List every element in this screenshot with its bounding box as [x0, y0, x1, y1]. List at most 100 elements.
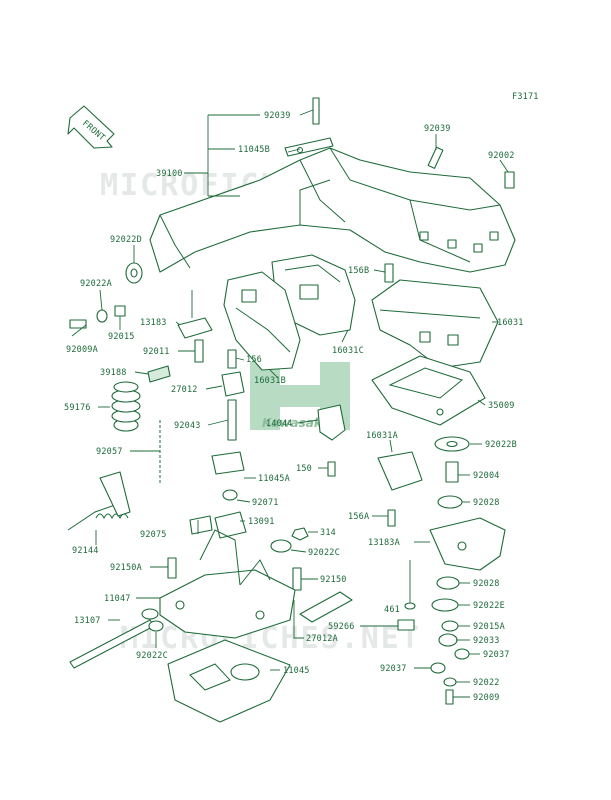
- label-39100: 39100: [156, 169, 183, 179]
- washer-92028-upper: [437, 495, 463, 509]
- label-150: 150: [296, 464, 312, 474]
- block-16031a: [377, 451, 423, 491]
- label-16031a: 16031A: [366, 431, 398, 441]
- bolt-92011: [194, 339, 204, 363]
- label-11047: 11047: [104, 594, 131, 604]
- spring-92144-part: [67, 471, 131, 531]
- label-16031b: 16031B: [254, 376, 286, 386]
- bolt-92002-part: [504, 171, 515, 189]
- label-92022a: 92022A: [80, 279, 112, 289]
- label-92033: 92033: [473, 636, 500, 646]
- bolt-156a: [387, 509, 396, 527]
- label-16031c: 16031C: [332, 346, 364, 356]
- label-59266: 59266: [328, 622, 355, 632]
- handle-pole-part: [149, 147, 516, 273]
- label-13183a: 13183A: [368, 538, 400, 548]
- nut-92015a: [441, 620, 459, 632]
- label-92057: 92057: [96, 447, 123, 457]
- logo-text: Kawasaki: [262, 416, 327, 430]
- label-59176: 59176: [64, 403, 91, 413]
- rod-92043: [227, 399, 237, 441]
- label-92043: 92043: [174, 421, 201, 431]
- pad-39188: [147, 365, 171, 383]
- label-156: 156: [246, 355, 262, 365]
- label-461: 461: [384, 605, 400, 615]
- part-number-labels: 92039 11045B 39100 92039 92002 92022D 92…: [64, 111, 524, 703]
- bolt-right-part: [427, 146, 444, 169]
- bolt-150: [327, 461, 336, 477]
- cover-16031-part: [371, 279, 499, 369]
- bolt-92009: [445, 689, 454, 705]
- clip-27012: [221, 371, 245, 397]
- label-16031: 16031: [497, 318, 524, 328]
- cover-16031b-part: [223, 271, 301, 371]
- label-92004: 92004: [473, 471, 500, 481]
- label-92022c-left: 92022C: [136, 651, 168, 661]
- leader-lines: [71, 109, 509, 698]
- bracket-14044: [317, 404, 346, 441]
- label-92037-upper: 92037: [483, 650, 510, 660]
- label-27012a: 27012A: [306, 634, 338, 644]
- nut-314: [291, 527, 309, 541]
- front-arrow-icon: FRONT: [67, 105, 115, 149]
- piece-13091: [214, 511, 247, 539]
- label-92011: 92011: [143, 347, 170, 357]
- bolt-156: [227, 349, 237, 369]
- bolt-92004: [445, 461, 459, 483]
- label-92015: 92015: [108, 332, 135, 342]
- nut-92015: [114, 305, 126, 317]
- clamp-92037-lower: [430, 662, 446, 674]
- label-35009: 35009: [488, 401, 515, 411]
- figure-code: F3171: [512, 92, 539, 102]
- label-92037-lower: 92037: [380, 664, 407, 674]
- kawasaki-logo: Kawasaki: [250, 362, 350, 430]
- washer-92022e: [431, 598, 459, 612]
- label-11045b: 11045B: [238, 145, 270, 155]
- label-92150: 92150: [320, 575, 347, 585]
- washer-92022c-mid: [270, 539, 292, 553]
- label-11045a: 11045A: [258, 474, 290, 484]
- label-92009: 92009: [473, 693, 500, 703]
- label-92028-lower: 92028: [473, 579, 500, 589]
- label-11045: 11045: [283, 666, 310, 676]
- washer-92022: [443, 677, 457, 687]
- bolt-156b: [384, 263, 394, 283]
- plate-11045-part: [167, 639, 291, 723]
- washer-461: [404, 602, 416, 610]
- label-92144: 92144: [72, 546, 99, 556]
- label-92039-top: 92039: [264, 111, 291, 121]
- washer-92022a: [96, 309, 108, 323]
- label-314: 314: [320, 528, 336, 538]
- piece-92075: [189, 515, 213, 535]
- label-92009a: 92009A: [66, 345, 98, 355]
- label-92002: 92002: [488, 151, 515, 161]
- bracket-13183: [177, 317, 213, 339]
- bolt-92150a: [167, 557, 177, 579]
- label-92150a: 92150A: [110, 563, 142, 573]
- label-92028-upper: 92028: [473, 498, 500, 508]
- fitting-59266: [397, 619, 415, 631]
- bolt-92009a: [69, 319, 87, 329]
- label-13183: 13183: [140, 318, 167, 328]
- label-27012: 27012: [171, 385, 198, 395]
- housing-35009-part: [371, 355, 486, 426]
- label-92022b: 92022B: [485, 440, 517, 450]
- label-92075: 92075: [140, 530, 167, 540]
- label-92071: 92071: [252, 498, 279, 508]
- boot-59176-part: [111, 381, 141, 432]
- label-156b: 156B: [348, 266, 369, 276]
- label-92039-right: 92039: [424, 124, 451, 134]
- label-14044: 14044: [266, 419, 293, 429]
- collar-92071: [222, 489, 238, 501]
- label-13091: 13091: [248, 517, 275, 527]
- bracket-11047-part: [159, 529, 296, 639]
- plate-13183a: [429, 517, 506, 571]
- label-13107: 13107: [74, 616, 101, 626]
- label-92022c-mid: 92022C: [308, 548, 340, 558]
- washer-92028-lower: [436, 576, 460, 590]
- top-bracket-part: [284, 97, 334, 157]
- label-92022d: 92022D: [110, 235, 142, 245]
- bolt-92150: [292, 567, 302, 591]
- label-156a: 156A: [348, 512, 369, 522]
